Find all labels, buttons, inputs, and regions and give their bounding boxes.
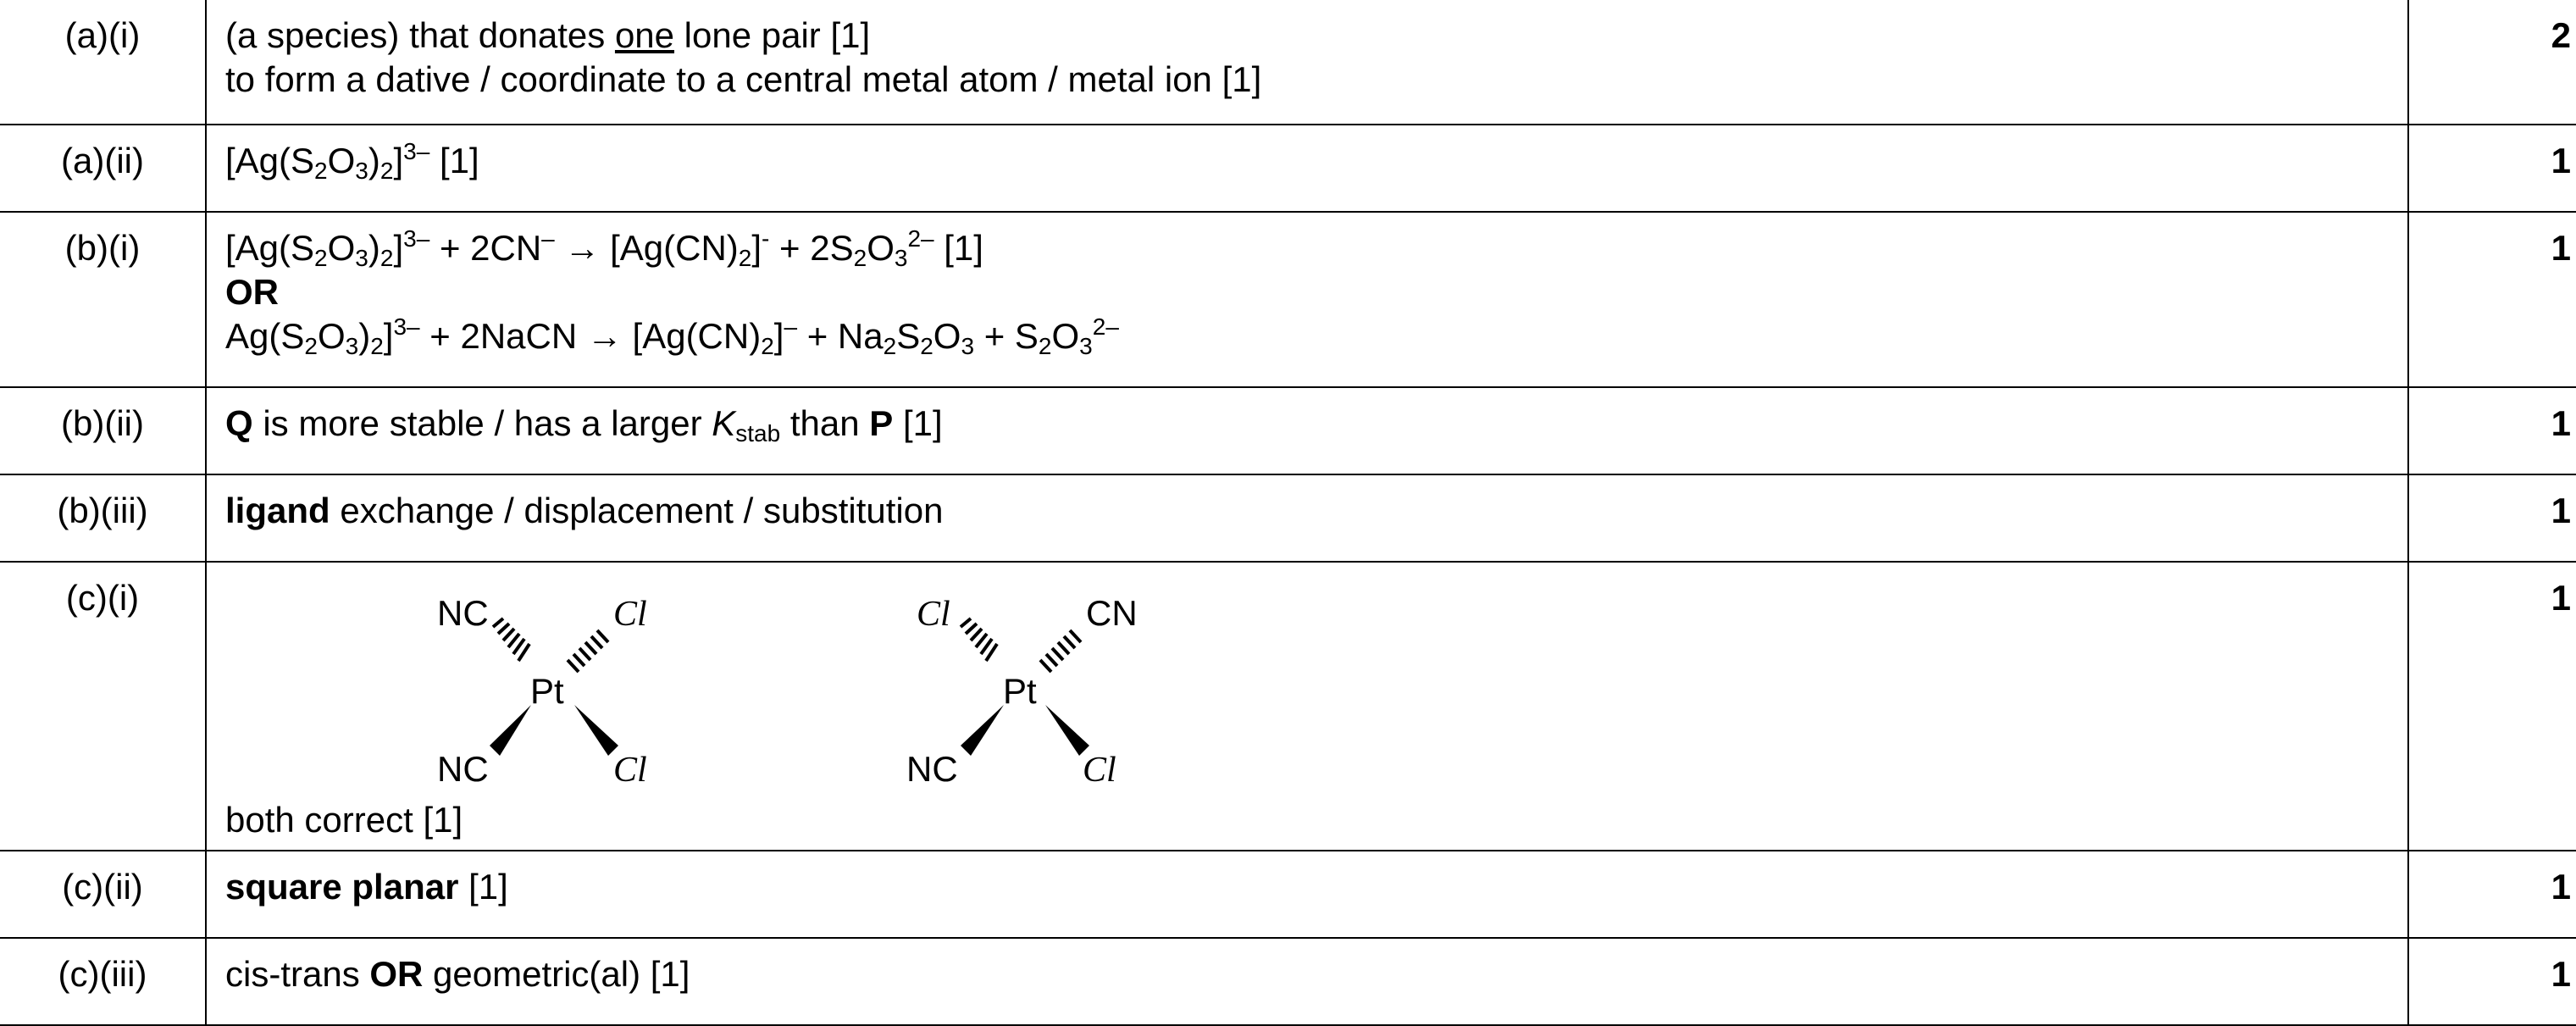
ligand-top-left: NC xyxy=(437,593,489,633)
or-label: OR xyxy=(225,272,279,312)
ligand-top-right: CN xyxy=(1086,593,1138,633)
mark-value: 1 xyxy=(2408,561,2576,851)
mark-value: 1 xyxy=(2408,211,2576,388)
mark-value: 1 xyxy=(2408,850,2576,939)
solid-wedge xyxy=(574,705,618,756)
equation-line: [Ag(S2O3)2]3– + 2CN– → [Ag(CN)2]- + 2S2O… xyxy=(225,225,983,271)
question-number: (a)(i) xyxy=(0,0,207,125)
mark-value: 1 xyxy=(2408,386,2576,475)
ligand-bottom-left: NC xyxy=(437,749,489,789)
solid-wedge xyxy=(490,705,531,756)
mark-value: 1 xyxy=(2408,937,2576,1026)
isomer-1: NC Cl Pt NC Cl xyxy=(437,593,647,790)
question-number: (c)(iii) xyxy=(0,937,207,1026)
metal-center: Pt xyxy=(1003,671,1037,711)
mark-value: 1 xyxy=(2408,474,2576,563)
answer-cell: (a species) that donates one lone pair [… xyxy=(206,0,2409,125)
ligand-bottom-right: Cl xyxy=(1083,751,1116,790)
table-row: (b)(i) [Ag(S2O3)2]3– + 2CN– → [Ag(CN)2]-… xyxy=(0,211,2576,388)
equation-line: Ag(S2O3)2]3– + 2NaCN → [Ag(CN)2]– + Na2S… xyxy=(225,313,1119,359)
answer-cell: ligand exchange / displacement / substit… xyxy=(206,474,2409,563)
solid-wedge xyxy=(1045,705,1089,756)
ligand-top-left: Cl xyxy=(917,595,950,634)
hashed-wedge xyxy=(959,617,999,663)
answer-cell: NC Cl Pt NC Cl xyxy=(206,561,2409,851)
metal-center: Pt xyxy=(530,671,564,711)
answer-cell: [Ag(S2O3)2]3– [1] xyxy=(206,124,2409,213)
answer-cell: [Ag(S2O3)2]3– + 2CN– → [Ag(CN)2]- + 2S2O… xyxy=(206,211,2409,388)
ligand-bottom-left: NC xyxy=(906,749,958,789)
answer-cell: cis-trans OR geometric(al) [1] xyxy=(206,937,2409,1026)
isomer-structures: NC Cl Pt NC Cl xyxy=(207,576,2407,805)
table-row: (b)(ii) Q is more stable / has a larger … xyxy=(0,386,2576,475)
isomer-2: Cl CN Pt NC Cl xyxy=(906,593,1138,790)
table-row: (c)(ii) square planar [1] 1 xyxy=(0,850,2576,939)
mark-value: 1 xyxy=(2408,124,2576,213)
table-row: (a)(i) (a species) that donates one lone… xyxy=(0,0,2576,125)
question-number: (b)(ii) xyxy=(0,386,207,475)
question-number: (a)(ii) xyxy=(0,124,207,213)
structure-caption: both correct [1] xyxy=(225,800,463,840)
solid-wedge xyxy=(961,705,1004,756)
ligand-bottom-right: Cl xyxy=(613,751,647,790)
answer-line: (a species) that donates one lone pair [… xyxy=(225,15,871,55)
table-row: (b)(iii) ligand exchange / displacement … xyxy=(0,474,2576,563)
question-number: (c)(ii) xyxy=(0,850,207,939)
table-row: (a)(ii) [Ag(S2O3)2]3– [1] 1 xyxy=(0,124,2576,213)
underlined-word: one xyxy=(614,15,675,55)
formula-line: [Ag(S2O3)2]3– [1] xyxy=(225,138,479,184)
question-number: (b)(iii) xyxy=(0,474,207,563)
table-row: (c)(i) NC Cl Pt NC Cl xyxy=(0,561,2576,851)
answer-line: to form a dative / coordinate to a centr… xyxy=(225,59,1262,99)
question-number: (c)(i) xyxy=(0,561,207,851)
answer-cell: square planar [1] xyxy=(206,850,2409,939)
hashed-wedge xyxy=(1039,629,1083,674)
mark-value: 2 xyxy=(2408,0,2576,125)
question-number: (b)(i) xyxy=(0,211,207,388)
hashed-wedge xyxy=(566,629,610,674)
isomer-svg: NC Cl Pt NC Cl xyxy=(437,593,1138,790)
answer-cell: Q is more stable / has a larger Kstab th… xyxy=(206,386,2409,475)
hashed-wedge xyxy=(491,617,531,663)
ligand-top-right: Cl xyxy=(613,595,647,634)
table-row: (c)(iii) cis-trans OR geometric(al) [1] … xyxy=(0,937,2576,1026)
